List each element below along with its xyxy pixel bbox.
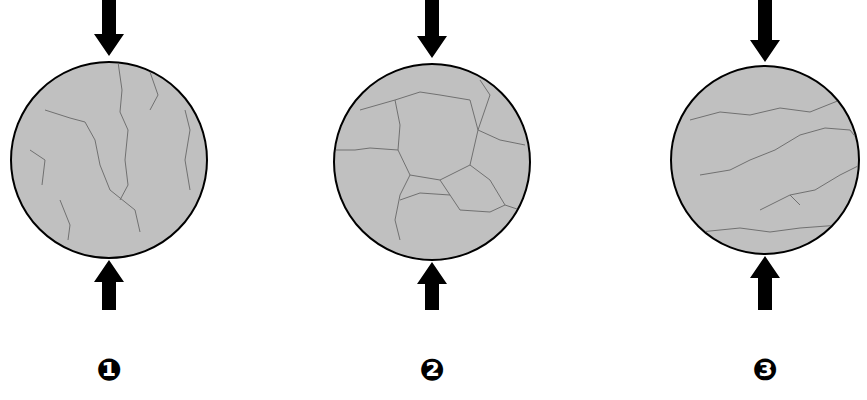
callout-number: ❷ (419, 355, 444, 385)
specimen-3 (671, 0, 860, 310)
specimen-1 (11, 0, 207, 310)
specimen-2 (334, 0, 530, 310)
callout-number: ❶ (96, 355, 121, 385)
callout-number: ❸ (752, 355, 777, 385)
